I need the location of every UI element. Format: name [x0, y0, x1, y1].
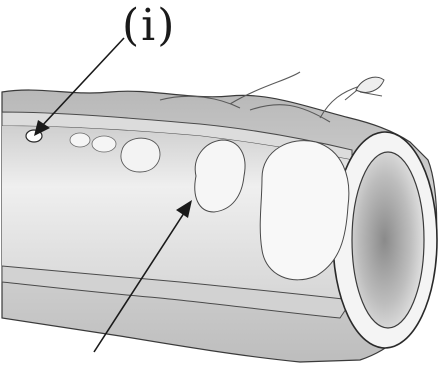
- medium-plaque: [121, 138, 160, 172]
- vessel-cross-section-inner: [352, 152, 424, 328]
- small-plaque-1: [70, 133, 90, 147]
- label-i: (i): [122, 4, 176, 48]
- vessel-leaf: [356, 77, 384, 92]
- small-plaque-2: [92, 136, 116, 152]
